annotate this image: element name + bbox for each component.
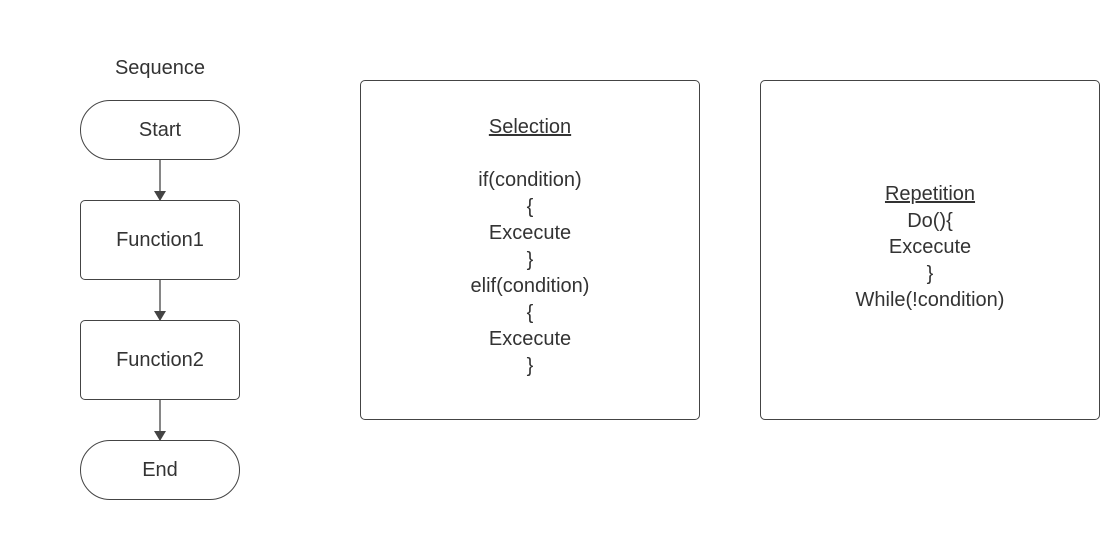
- start-label: Start: [138, 118, 182, 141]
- function1-label: Function1: [116, 228, 204, 251]
- repetition-box: Repetition Do(){ Excecute } While(!condi…: [760, 80, 1100, 420]
- repetition-text: Repetition Do(){ Excecute } While(!condi…: [761, 181, 1099, 314]
- function2-label: Function2: [116, 348, 204, 371]
- repetition-line: While(!condition): [855, 289, 1005, 311]
- end-node: End: [80, 440, 240, 500]
- selection-spacer: [361, 141, 699, 168]
- repetition-line: }: [926, 262, 934, 285]
- repetition-line: Do(){: [907, 209, 953, 232]
- function1-node: Function1: [80, 200, 240, 280]
- selection-heading: Selection: [488, 116, 572, 138]
- selection-line: if(condition): [478, 169, 582, 191]
- start-node: Start: [80, 100, 240, 160]
- selection-line: {: [526, 195, 534, 218]
- selection-line: Excecute: [488, 328, 572, 350]
- repetition-heading: Repetition: [884, 183, 976, 205]
- selection-line: elif(condition): [470, 275, 590, 297]
- selection-text: Selection if(condition) { Excecute } eli…: [361, 114, 699, 379]
- selection-line: }: [526, 248, 534, 271]
- end-label: End: [142, 458, 178, 481]
- selection-line: Excecute: [488, 222, 572, 244]
- selection-line: }: [526, 354, 534, 377]
- selection-line: {: [526, 301, 534, 324]
- function2-node: Function2: [80, 320, 240, 400]
- sequence-title: Sequence: [114, 57, 206, 79]
- selection-box: Selection if(condition) { Excecute } eli…: [360, 80, 700, 420]
- repetition-line: Excecute: [888, 236, 972, 258]
